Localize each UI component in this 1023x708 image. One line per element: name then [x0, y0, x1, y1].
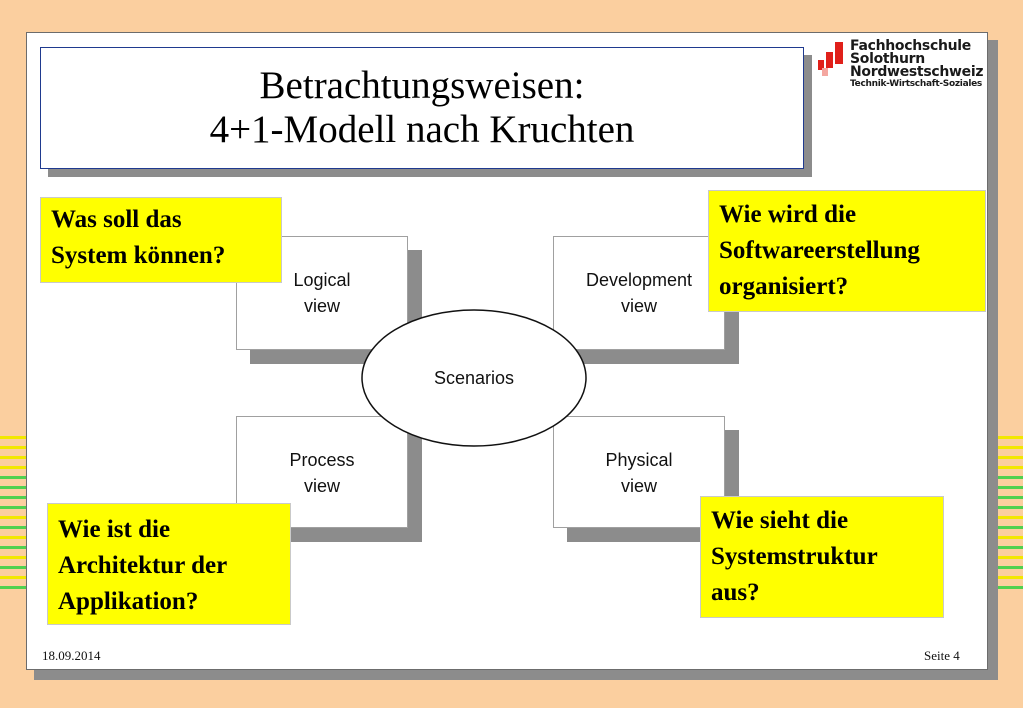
- note-bottom-right-line-2: Systemstruktur: [711, 543, 878, 570]
- logical-view-line-1: Logical: [293, 270, 351, 290]
- left-decor-stripes: [0, 436, 26, 596]
- note-top-left-line-2: System können?: [51, 242, 226, 269]
- school-logo-icon: [818, 42, 843, 76]
- development-view-line-2: view: [620, 296, 657, 316]
- note-bottom-left-line-2: Architektur der: [58, 552, 228, 579]
- note-bottom-left-line-1: Wie ist die: [58, 516, 171, 543]
- slide-title: Betrachtungsweisen: 4+1-Modell nach Kruc…: [40, 47, 804, 169]
- note-top-right-line-3: organisiert?: [719, 273, 849, 300]
- logo-line-2: Solothurn: [850, 51, 925, 67]
- footer-date: 18.09.2014: [42, 648, 101, 663]
- physical-view-line-2: view: [620, 476, 657, 496]
- logical-view-line-2: view: [303, 296, 340, 316]
- scenarios-label: Scenarios: [434, 368, 514, 388]
- physical-view-box: Physical view: [553, 416, 725, 528]
- note-top-right: Wie wird die Softwareerstellung organisi…: [708, 190, 986, 312]
- school-logo-text: Fachhochschule Solothurn Nordwestschweiz…: [850, 38, 984, 90]
- note-top-right-line-1: Wie wird die: [719, 201, 857, 228]
- note-top-left: Was soll das System können?: [40, 197, 282, 283]
- process-view-line-2: view: [303, 476, 340, 496]
- note-bottom-left-line-3: Applikation?: [58, 588, 199, 615]
- title-line-2: 4+1-Modell nach Kruchten: [209, 108, 635, 151]
- note-bottom-right-line-3: aus?: [711, 579, 760, 606]
- note-top-right-line-2: Softwareerstellung: [719, 237, 920, 264]
- development-view-box: Development view: [553, 236, 725, 350]
- footer-page-number: Seite 4: [924, 648, 960, 663]
- title-line-1: Betrachtungsweisen:: [259, 64, 585, 107]
- physical-view-line-1: Physical: [605, 450, 673, 470]
- logo-line-3: Nordwestschweiz: [850, 64, 984, 80]
- note-bottom-right-line-1: Wie sieht die: [711, 507, 849, 534]
- note-bottom-left: Wie ist die Architektur der Applikation?: [47, 503, 291, 625]
- logo-line-4: Technik-Wirtschaft-Soziales: [850, 79, 982, 89]
- right-decor-stripes: [997, 436, 1023, 596]
- development-view-line-1: Development: [585, 270, 693, 290]
- note-bottom-right: Wie sieht die Systemstruktur aus?: [700, 496, 944, 618]
- process-view-line-1: Process: [289, 450, 355, 470]
- note-top-left-line-1: Was soll das: [51, 206, 182, 233]
- scenarios-ellipse: Scenarios: [361, 309, 587, 447]
- logo-line-1: Fachhochschule: [850, 38, 971, 54]
